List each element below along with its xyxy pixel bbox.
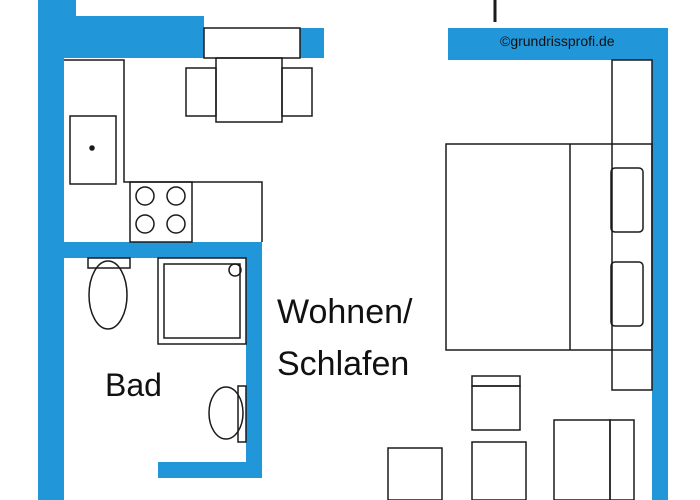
toilet-tank [87,257,131,269]
room-bath-label: Bad [105,367,162,403]
armchair-back [471,375,521,387]
kitchen-sink [69,115,117,185]
burner-icon-4 [166,214,186,234]
washbasin-back [237,385,247,443]
shower-tray-inner [163,263,241,339]
toilet-bowl [88,260,128,330]
shower-drain-icon [228,263,242,277]
room-living-label-line2: Schlafen [277,345,410,383]
wall-right-outer [652,60,668,500]
wall-top-left [64,16,204,58]
shower-tray-outer [157,257,247,345]
wardrobe [611,59,653,391]
wall-top-window-right [300,28,324,58]
kitchen-counter [64,59,263,242]
burner-icon-3 [135,214,155,234]
sofa-back [609,419,635,500]
furniture [64,0,653,500]
washbasin-bowl [208,386,244,440]
window-top [203,27,301,59]
wall-left-outer [38,0,64,500]
wall-bath-bottom [158,462,262,478]
walls [38,0,668,500]
sofa-seat [553,419,611,500]
wall-bath-right [246,258,262,478]
burner-icon-1 [135,186,155,206]
wall-bath-top [64,242,262,258]
dining-table [215,57,283,123]
room-living-label: Wohnen/ Schlafen [277,286,412,390]
stove [129,181,193,243]
copyright-label: ©grundrissprofi.de [500,33,615,49]
pillow-bottom [610,261,644,327]
wall-left-top-stub [64,0,76,16]
armchair-seat [471,385,521,431]
bed-frame [445,143,653,351]
room-living-label-line1: Wohnen/ [277,293,413,331]
dining-chair-right [281,67,313,117]
dining-chair-left [185,67,217,117]
side-table [471,441,527,500]
burner-icon-2 [166,186,186,206]
pillow-top [610,167,644,233]
wall-top-right [448,28,668,60]
sink-drain-icon [89,145,95,151]
pouf [387,447,443,500]
